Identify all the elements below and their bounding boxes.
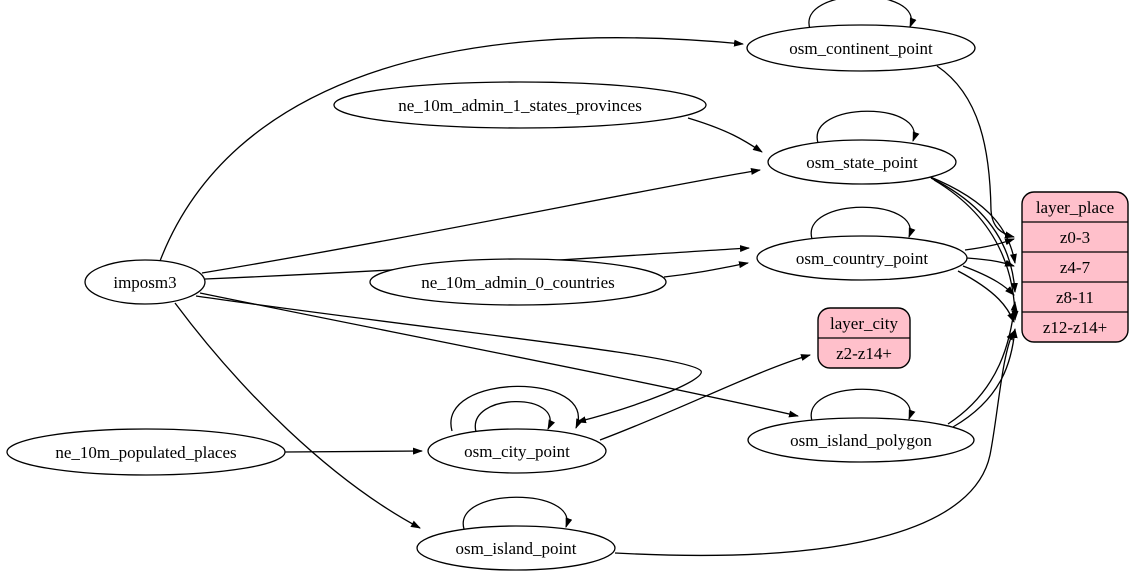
node-ne_10m_admin_1_states_provinces (333, 81, 707, 129)
record-title-layer_city: layer_city (830, 314, 898, 333)
node-osm_continent_point (746, 24, 976, 72)
self-loop-osm_city_point-6 (474, 400, 556, 433)
edge-osm_island_polygon-to-layer_place-z8-11 (947, 301, 1018, 425)
record-row-layer_place-z0-3: z0-3 (1060, 228, 1090, 247)
edge-ne_10m_populated_places-to-osm_city_point (284, 447, 423, 455)
self-loop-osm_island_polygon-3 (810, 388, 916, 422)
node-ne_10m_populated_places (6, 428, 286, 476)
node-label-osm_city_point: osm_city_point (464, 442, 570, 461)
record-row-layer_city-z2-z14+: z2-z14+ (836, 344, 892, 363)
edge-osm_island_polygon-to-layer_place-z12-z14+ (952, 328, 1018, 428)
edge-osm_continent_point-to-layer_place-z0-3 (936, 65, 1015, 239)
node-ne_10m_admin_0_countries (369, 258, 667, 306)
edge-imposm3-to-osm_continent_point (159, 37, 744, 262)
self-loop-osm_island_point-4 (462, 496, 573, 530)
edge-imposm3-to-osm_city_point (195, 295, 702, 424)
node-osm_island_point (416, 525, 616, 571)
record-row-layer_place-z4-7: z4-7 (1060, 258, 1091, 277)
node-label-osm_island_point: osm_island_point (456, 539, 577, 558)
edge-imposm3-to-osm_island_point (174, 302, 421, 529)
edge-osm_country_point-to-layer_place-z0-3 (964, 238, 1015, 251)
edge-osm_state_point-to-layer_place-z8-11 (930, 177, 1018, 293)
edge-imposm3-to-osm_state_point (201, 168, 761, 274)
self-loop-osm_continent_point-0 (808, 0, 917, 30)
node-label-osm_state_point: osm_state_point (806, 153, 918, 172)
edge-ne_10m_admin_0_countries-to-osm_country_point (663, 261, 749, 278)
node-imposm3 (84, 259, 206, 305)
edge-osm_island_point-to-layer_place-z12-z14+ (614, 330, 1015, 556)
edge-osm_country_point-to-layer_place-z4-7 (966, 257, 1015, 267)
edge-osm_country_point-to-layer_place-z12-z14+ (957, 270, 1015, 323)
record-row-layer_place-z8-11: z8-11 (1056, 288, 1094, 307)
edge-osm_city_point-to-layer_city-z2-z14+ (599, 354, 811, 441)
edge-osm_state_point-to-layer_place-z4-7 (927, 175, 1017, 264)
node-label-osm_country_point: osm_country_point (796, 249, 928, 268)
node-label-osm_continent_point: osm_continent_point (789, 39, 933, 58)
node-label-ne_10m_populated_places: ne_10m_populated_places (55, 443, 236, 462)
record-title-layer_place: layer_place (1036, 198, 1114, 217)
node-osm_city_point (427, 428, 607, 474)
node-label-ne_10m_admin_0_countries: ne_10m_admin_0_countries (421, 273, 615, 292)
record-row-layer_place-z12-z14+: z12-z14+ (1043, 318, 1107, 337)
node-osm_island_polygon (747, 417, 975, 463)
node-label-imposm3: imposm3 (113, 273, 176, 292)
self-loop-osm_state_point-1 (816, 110, 920, 144)
node-osm_country_point (756, 235, 968, 281)
edge-imposm3-to-osm_island_polygon (199, 292, 799, 418)
self-loop-osm_country_point-2 (810, 206, 916, 240)
node-label-ne_10m_admin_1_states_provinces: ne_10m_admin_1_states_provinces (398, 96, 642, 115)
node-label-osm_island_polygon: osm_island_polygon (790, 431, 932, 450)
record-layer_place (1021, 191, 1129, 343)
edge-ne_10m_admin_1_states_provinces-to-osm_state_point (687, 117, 763, 153)
node-osm_state_point (767, 139, 957, 185)
self-loop-osm_city_point-5 (450, 385, 583, 432)
